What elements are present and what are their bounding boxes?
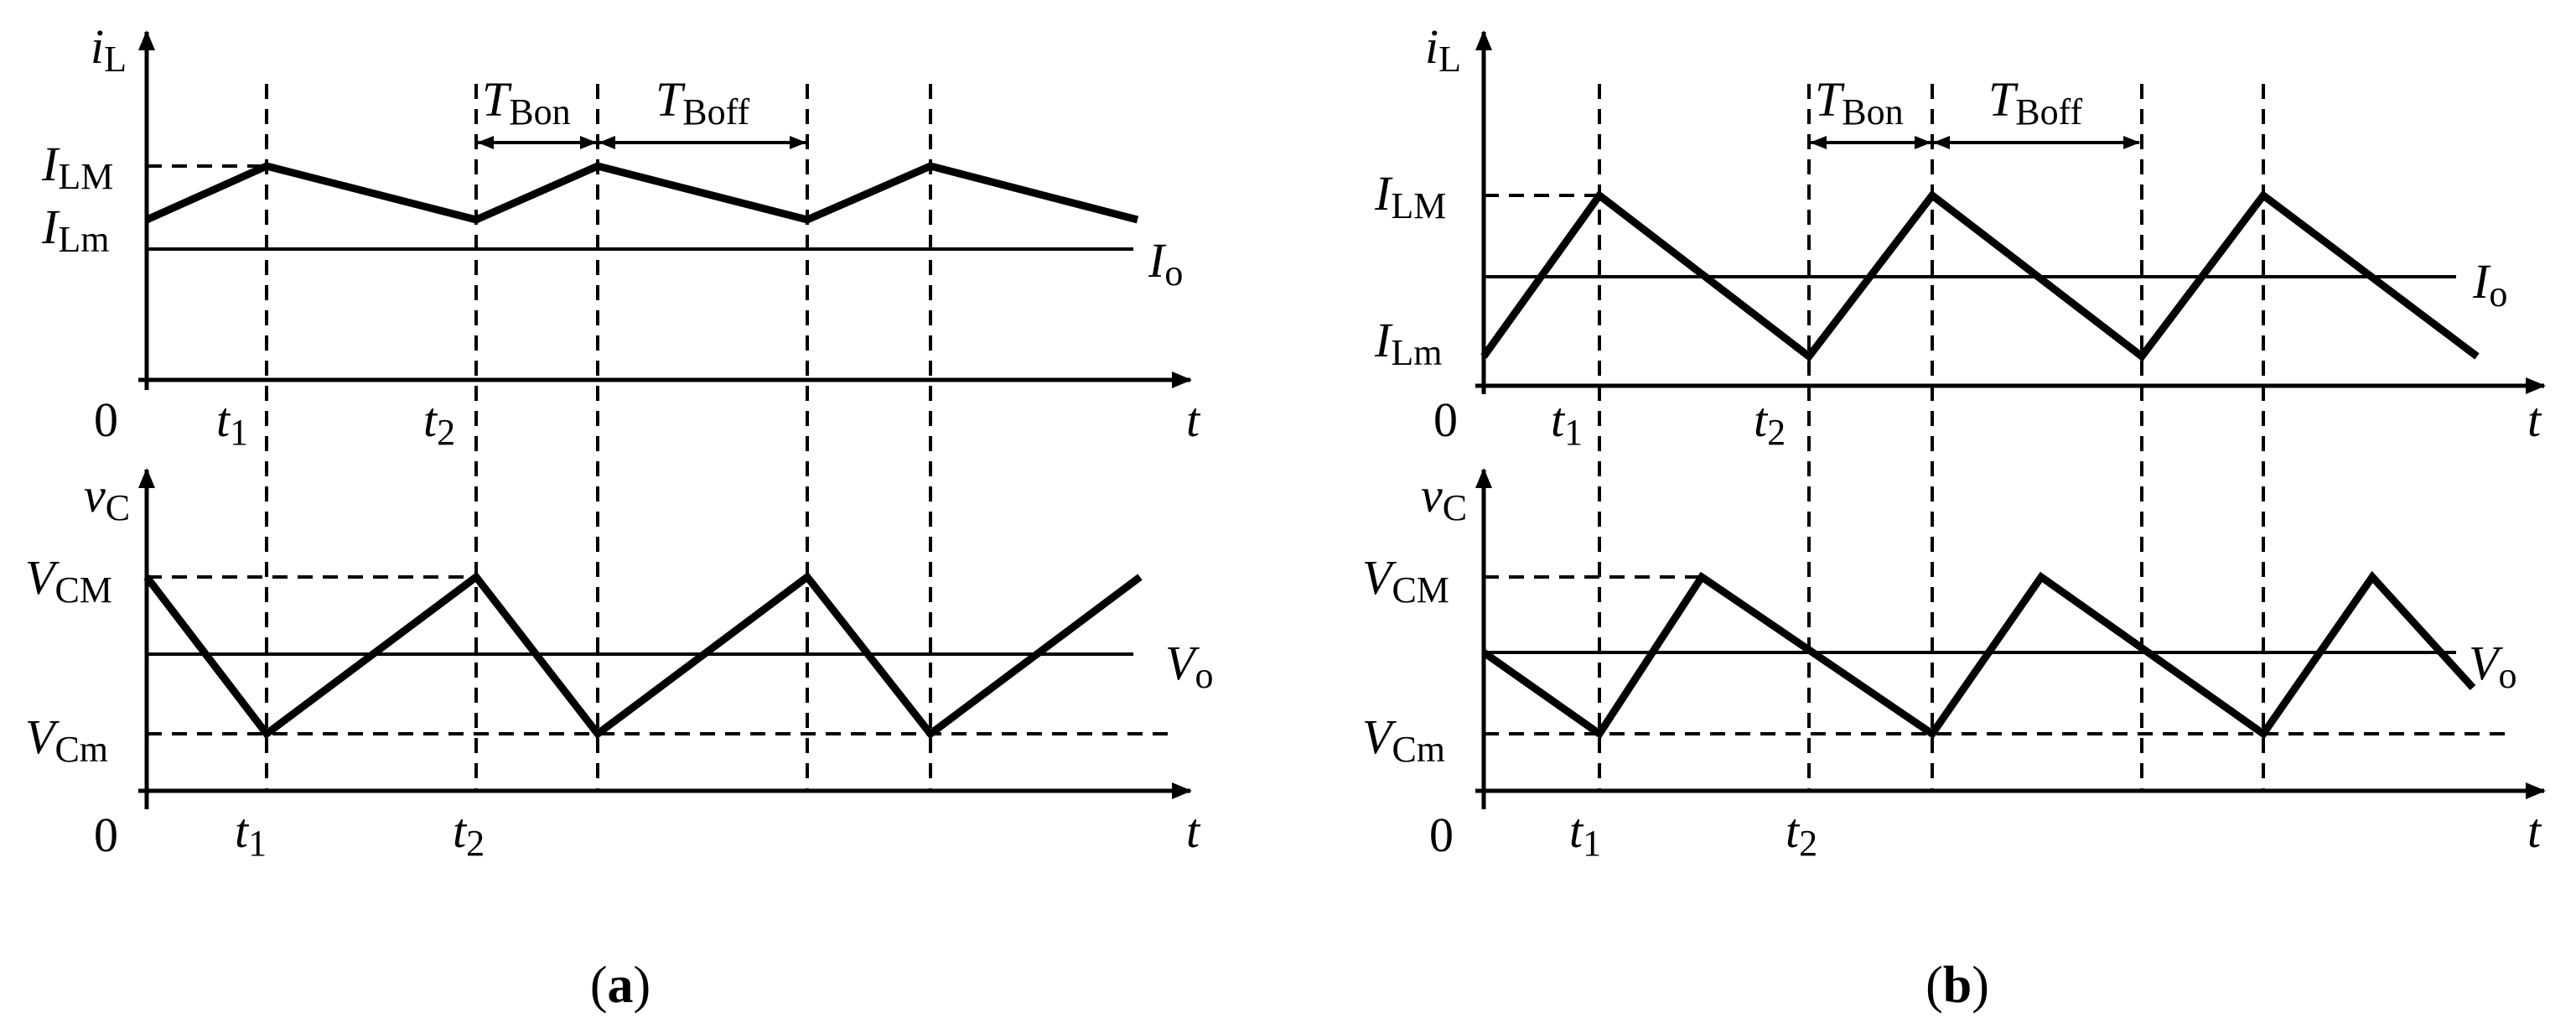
panel-a-tboff-label: TBoff xyxy=(656,72,749,133)
panel-a-caption: (a) xyxy=(590,957,650,1014)
panel-a-ilm-max-label: ILM xyxy=(41,137,113,197)
panel-a-ilm-min-label: ILm xyxy=(41,200,109,260)
panel-a-voltage-t-label: t xyxy=(1186,803,1201,858)
panel-a-vcm-min-label: VCm xyxy=(25,709,108,770)
panel-b-io-label: Io xyxy=(2472,254,2507,314)
panel-a-voltage-t2-label: t2 xyxy=(453,803,485,864)
panel-a-current-t-label: t xyxy=(1186,392,1201,447)
panel-b-voltage-t-label: t xyxy=(2527,803,2542,858)
panel-a-voltage-t1-label: t1 xyxy=(235,803,267,864)
panel-b-ilm-min-label: ILm xyxy=(1374,313,1442,373)
panel-a-axes xyxy=(138,30,1192,809)
panel-b-caption: (b) xyxy=(1926,957,1989,1014)
panel-b-vcm-min-label: VCm xyxy=(1362,709,1445,770)
panel-a-current-origin-label: 0 xyxy=(94,392,118,447)
panel-a-level-markers xyxy=(147,164,1169,735)
panel-a-io-label: Io xyxy=(1148,233,1183,294)
panel-b-average-lines xyxy=(1484,275,2456,654)
panel-b-time-markers xyxy=(1598,84,2265,791)
panel-b-ilm-max-label: ILM xyxy=(1374,166,1446,226)
panel-b: iL ILM ILm Io 0 t t1 t2 TBon TBoff vC VC… xyxy=(1362,19,2546,1014)
panel-b-voltage-axis-label: vC xyxy=(1421,468,1467,528)
panel-a-current-t2-label: t2 xyxy=(423,392,455,453)
panel-b-voltage-origin-label: 0 xyxy=(1429,808,1454,862)
panel-a-capacitor-voltage-wave xyxy=(143,571,1143,740)
panel-b-current-t-label: t xyxy=(2527,392,2542,447)
panel-b-inductor-current-wave xyxy=(1480,190,2480,362)
panel-a-average-lines xyxy=(147,247,1133,656)
panel-a-vcm-max-label: VCM xyxy=(25,550,112,611)
panel-b-vcm-max-label: VCM xyxy=(1362,550,1449,611)
panel-a-current-axis-label: iL xyxy=(91,19,127,80)
panel-a: iL ILM ILm Io 0 t t1 t2 TBon TBoff vC VC… xyxy=(25,19,1213,1014)
panel-b-tboff-label: TBoff xyxy=(1988,72,2082,133)
panel-a-tbon-label: TBon xyxy=(482,72,571,133)
panel-b-capacitor-voltage-wave xyxy=(1481,570,2476,740)
panel-a-time-markers xyxy=(265,84,932,791)
panel-b-current-origin-label: 0 xyxy=(1433,392,1458,447)
panel-b-level-markers xyxy=(1484,194,2506,735)
panel-b-vo-label: Vo xyxy=(2469,636,2516,696)
panel-a-current-t1-label: t1 xyxy=(216,392,248,453)
panel-b-axes xyxy=(1475,30,2546,809)
panel-a-voltage-origin-label: 0 xyxy=(94,808,118,862)
panel-a-inductor-current-wave xyxy=(145,162,1139,224)
panel-b-current-axis-label: iL xyxy=(1425,19,1461,80)
panel-b-tbon-label: TBon xyxy=(1815,72,1904,133)
panel-b-current-t2-label: t2 xyxy=(1754,392,1786,453)
panel-b-current-t1-label: t1 xyxy=(1551,392,1583,453)
panel-a-voltage-axis-label: vC xyxy=(84,468,130,528)
panel-b-voltage-t2-label: t2 xyxy=(1786,803,1817,864)
panel-a-vo-label: Vo xyxy=(1165,636,1213,696)
panel-b-voltage-t1-label: t1 xyxy=(1569,803,1601,864)
